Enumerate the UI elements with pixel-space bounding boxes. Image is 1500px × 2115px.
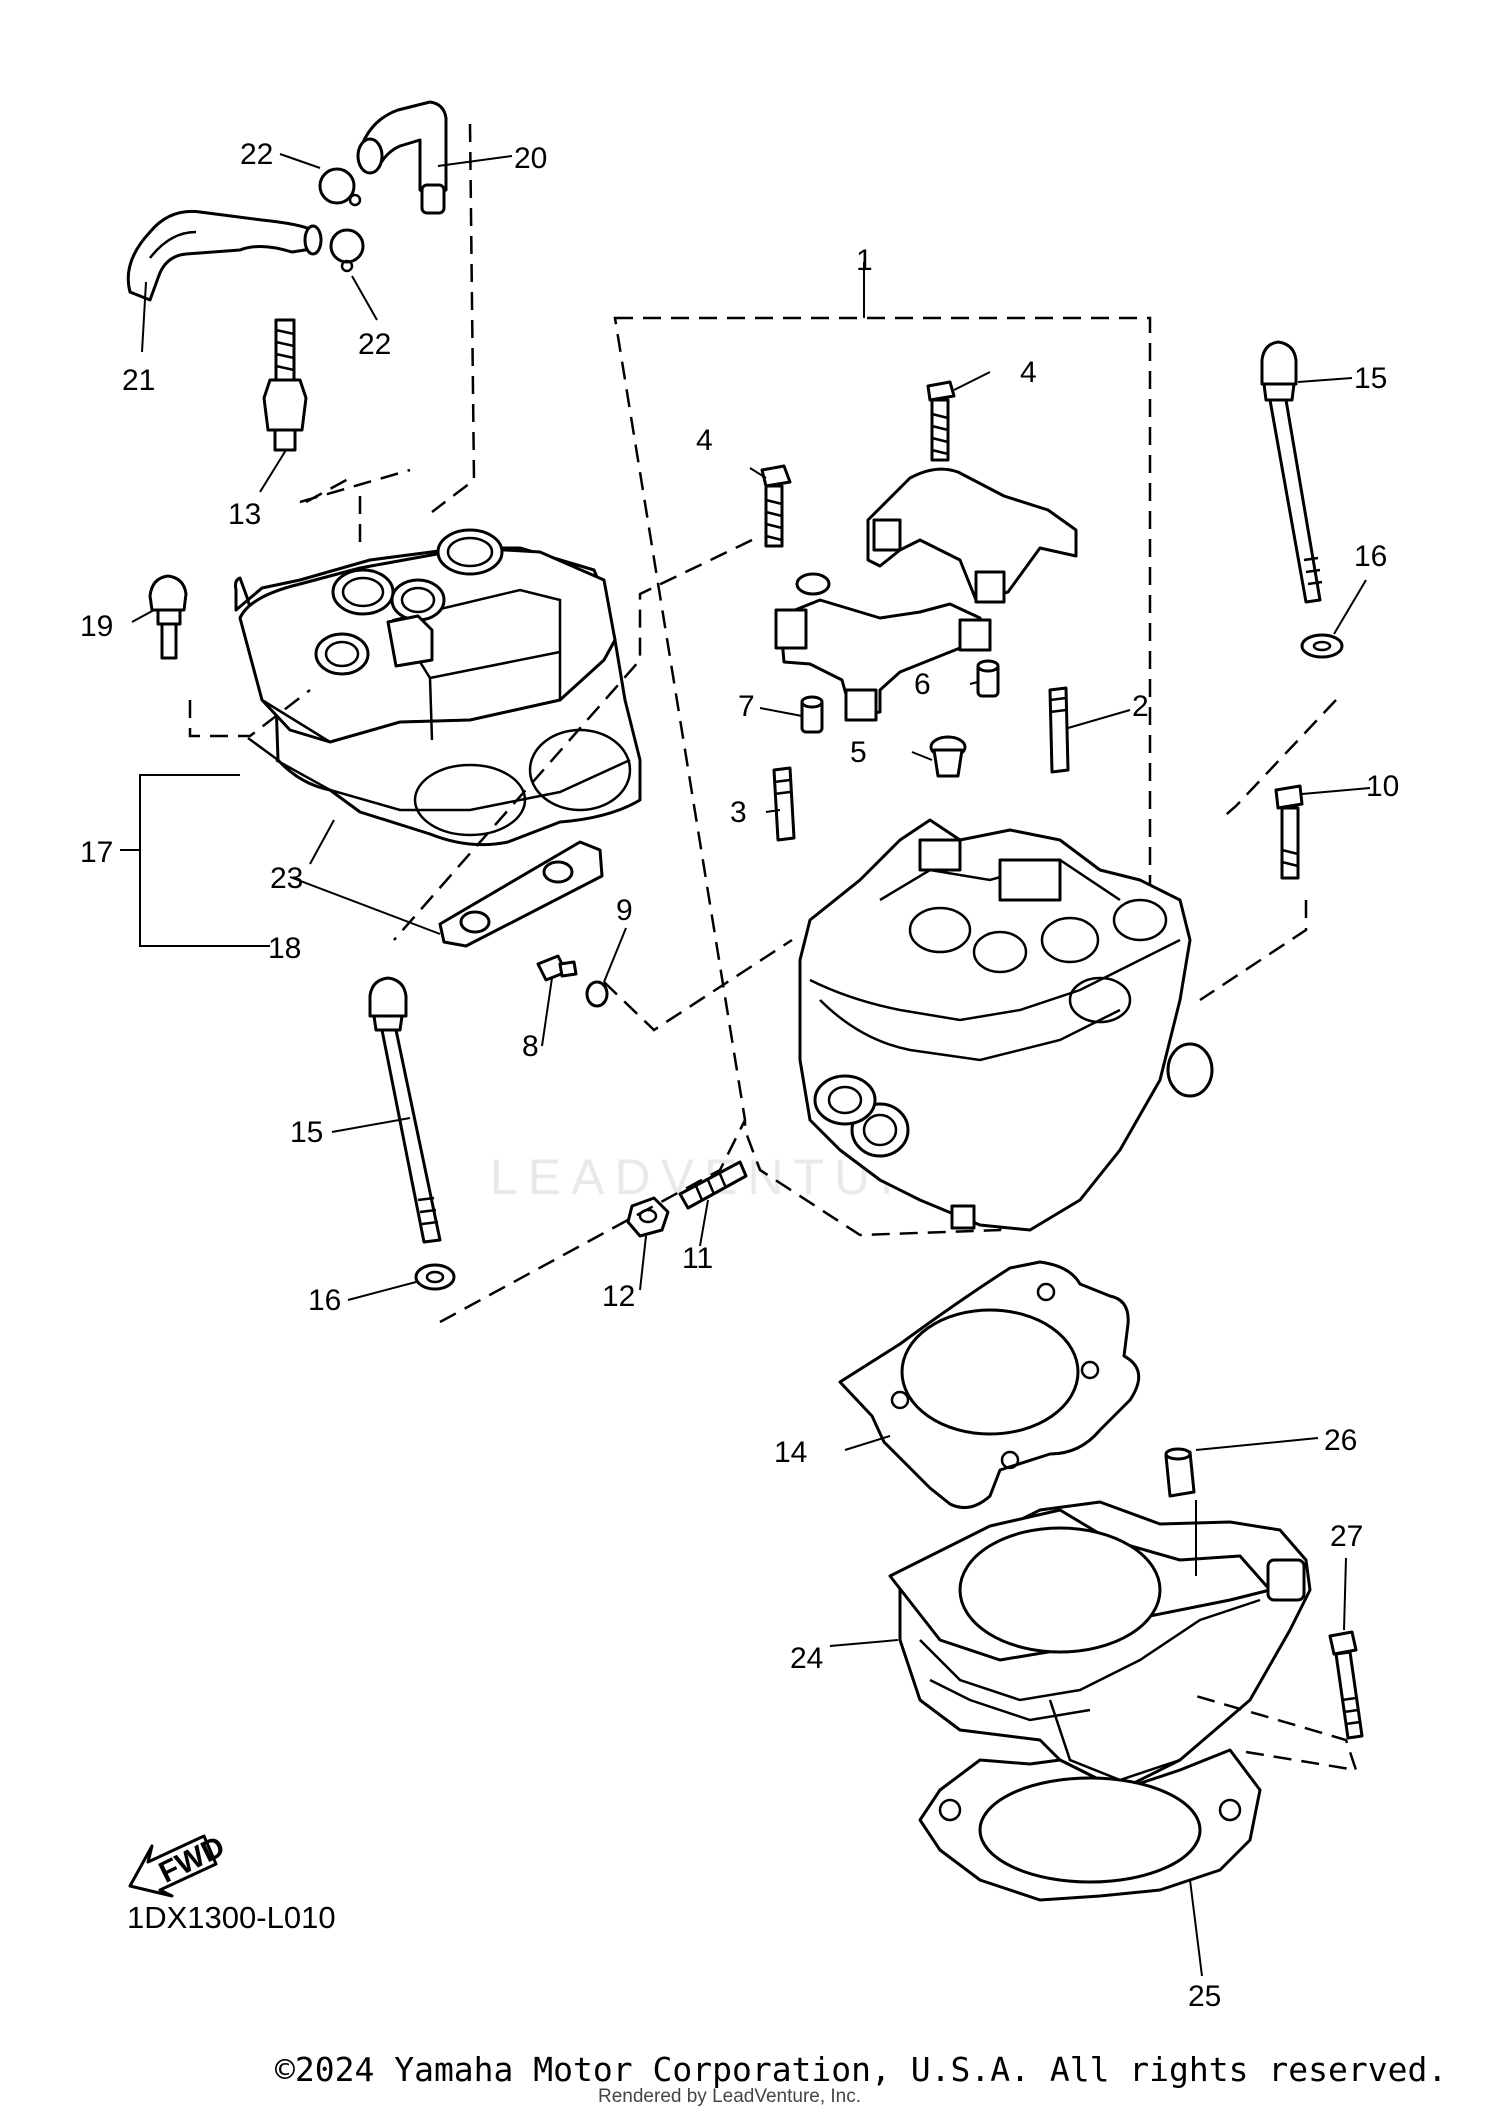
callout-11: 11	[682, 1242, 713, 1275]
breather-fitting	[356, 100, 448, 215]
callout-27: 27	[1330, 1520, 1363, 1553]
callout-26: 26	[1324, 1424, 1357, 1457]
stud-11	[678, 1160, 748, 1210]
rendered-by-notice: Rendered by LeadVenture, Inc.	[598, 2086, 862, 2107]
bolt-10	[1274, 784, 1304, 880]
bolt-27	[1328, 1630, 1364, 1740]
camshaft-caps	[774, 467, 1078, 722]
head-gasket	[838, 1260, 1141, 1510]
washer-lower	[414, 1263, 456, 1291]
callout-17: 17	[80, 836, 113, 869]
cover-bolt	[148, 574, 188, 660]
cylinder	[888, 1500, 1312, 1792]
cylinder-head-cover	[234, 528, 642, 847]
callout-22a: 22	[240, 138, 273, 171]
callout-24: 24	[790, 1642, 823, 1675]
callout-4b: 4	[696, 424, 713, 457]
head-bolt-lower	[368, 976, 442, 1244]
spark-plug	[262, 318, 308, 452]
cover-plate	[438, 840, 604, 948]
callout-20: 20	[514, 142, 547, 175]
dowel-pin-6	[976, 659, 1000, 698]
callout-6: 6	[914, 668, 931, 701]
callout-14: 14	[774, 1436, 807, 1469]
callout-5: 5	[850, 736, 867, 769]
callout-16a: 16	[1354, 540, 1387, 573]
hose-clip-1	[318, 167, 362, 207]
cylinder-head-assembly-outline	[613, 262, 1152, 1237]
cam-cap-bolt-2	[926, 380, 956, 462]
callout-labels: 1 2 3 4 4 5 6 7 8 9 10 11 12 13 14 15 15…	[80, 138, 1399, 2013]
cam-cap-bolt-1	[760, 464, 792, 548]
hose-clip-2	[329, 228, 365, 273]
callout-7: 7	[738, 690, 755, 723]
valve-guide-2	[1048, 686, 1070, 774]
plug-5	[929, 735, 967, 778]
washer-9	[585, 980, 609, 1008]
callout-25: 25	[1188, 1980, 1221, 2013]
fwd-arrow-icon: FWD	[128, 1830, 230, 1898]
callout-15b: 15	[290, 1116, 323, 1149]
dowel-pin-7	[800, 695, 824, 734]
washer-upper	[1300, 633, 1344, 659]
callout-23: 23	[270, 862, 303, 895]
breather-hose	[126, 209, 323, 302]
callout-15a: 15	[1354, 362, 1387, 395]
callout-13: 13	[228, 498, 261, 531]
callout-9: 9	[616, 894, 633, 927]
bolt-8	[536, 954, 578, 982]
callout-2: 2	[1132, 690, 1149, 723]
copyright-notice: ©2024 Yamaha Motor Corporation, U.S.A. A…	[275, 2050, 1448, 2089]
valve-guide-3	[772, 766, 796, 842]
callout-19: 19	[80, 610, 113, 643]
nut-12	[626, 1196, 670, 1238]
dowel-26	[1164, 1447, 1196, 1498]
callout-1: 1	[856, 244, 873, 277]
callout-22b: 22	[358, 328, 391, 361]
callout-21: 21	[122, 364, 155, 397]
callout-10: 10	[1366, 770, 1399, 803]
callout-18: 18	[268, 932, 301, 965]
callout-12: 12	[602, 1280, 635, 1313]
base-gasket	[918, 1748, 1262, 1902]
diagram-code: 1DX1300-L010	[127, 1900, 336, 1935]
callout-8: 8	[522, 1030, 539, 1063]
callout-3: 3	[730, 796, 747, 829]
leader-lines	[120, 123, 1371, 1977]
head-bolt-upper	[1260, 340, 1323, 604]
callout-16b: 16	[308, 1284, 341, 1317]
fwd-label: FWD	[154, 1830, 230, 1890]
callout-4a: 4	[1020, 356, 1037, 389]
cylinder-head	[798, 818, 1214, 1232]
